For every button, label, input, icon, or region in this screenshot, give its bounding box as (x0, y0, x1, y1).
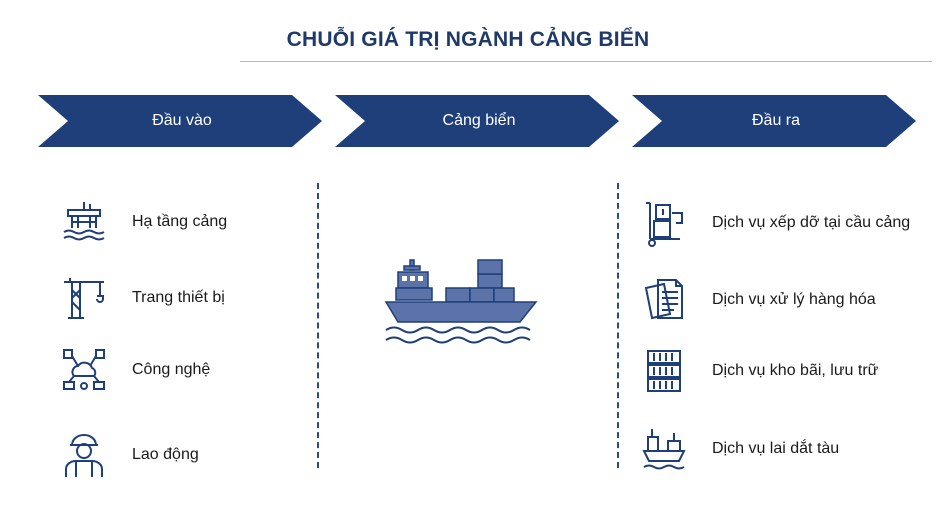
output-item-towage: Dịch vụ lai dắt tàu (638, 424, 839, 474)
output-item-label: Dịch vụ lai dắt tàu (712, 440, 840, 457)
input-item-label: Công nghệ (132, 361, 211, 378)
stage-outputs: Đầu ra (632, 95, 916, 147)
output-item-cargo-handling: Dịch vụ xử lý hàng hóa (638, 275, 876, 325)
input-item-infrastructure: Hạ tầng cảng (58, 197, 227, 247)
input-item-label: Hạ tầng cảng (132, 213, 228, 230)
output-item-warehousing: Dịch vụ kho bãi, lưu trữ (638, 346, 878, 396)
hand-truck-icon (638, 198, 690, 248)
input-item-label: Trang thiết bị (132, 289, 225, 306)
oil-rig-icon (58, 197, 110, 247)
input-item-equipment: Trang thiết bị (58, 273, 225, 323)
stage-port-label: Cảng biển (442, 112, 516, 129)
cloud-network-icon (58, 345, 110, 395)
title-underline (240, 61, 932, 62)
container-stack-icon (638, 346, 690, 396)
tugboat-icon (638, 424, 690, 474)
stage-port: Cảng biển (335, 95, 619, 147)
input-item-technology: Công nghệ (58, 345, 210, 395)
output-item-label: Dịch vụ xếp dỡ tại cầu cảng (712, 214, 911, 231)
crane-icon (58, 273, 110, 323)
worker-icon (58, 430, 110, 480)
divider-right (617, 183, 619, 468)
input-item-labor: Lao động (58, 430, 199, 480)
divider-left (317, 183, 319, 468)
output-item-stevedoring: Dịch vụ xếp dỡ tại cầu cảng (638, 198, 910, 248)
page-title: CHUỖI GIÁ TRỊ NGÀNH CẢNG BIỂN (286, 28, 650, 51)
input-item-label: Lao động (132, 446, 199, 463)
documents-icon (638, 275, 690, 325)
output-item-label: Dịch vụ xử lý hàng hóa (712, 291, 876, 308)
stage-inputs-label: Đầu vào (152, 112, 212, 129)
stage-inputs: Đầu vào (38, 95, 322, 147)
cargo-ship-icon (382, 258, 542, 348)
output-item-label: Dịch vụ kho bãi, lưu trữ (712, 362, 879, 379)
stage-outputs-label: Đầu ra (751, 112, 801, 129)
